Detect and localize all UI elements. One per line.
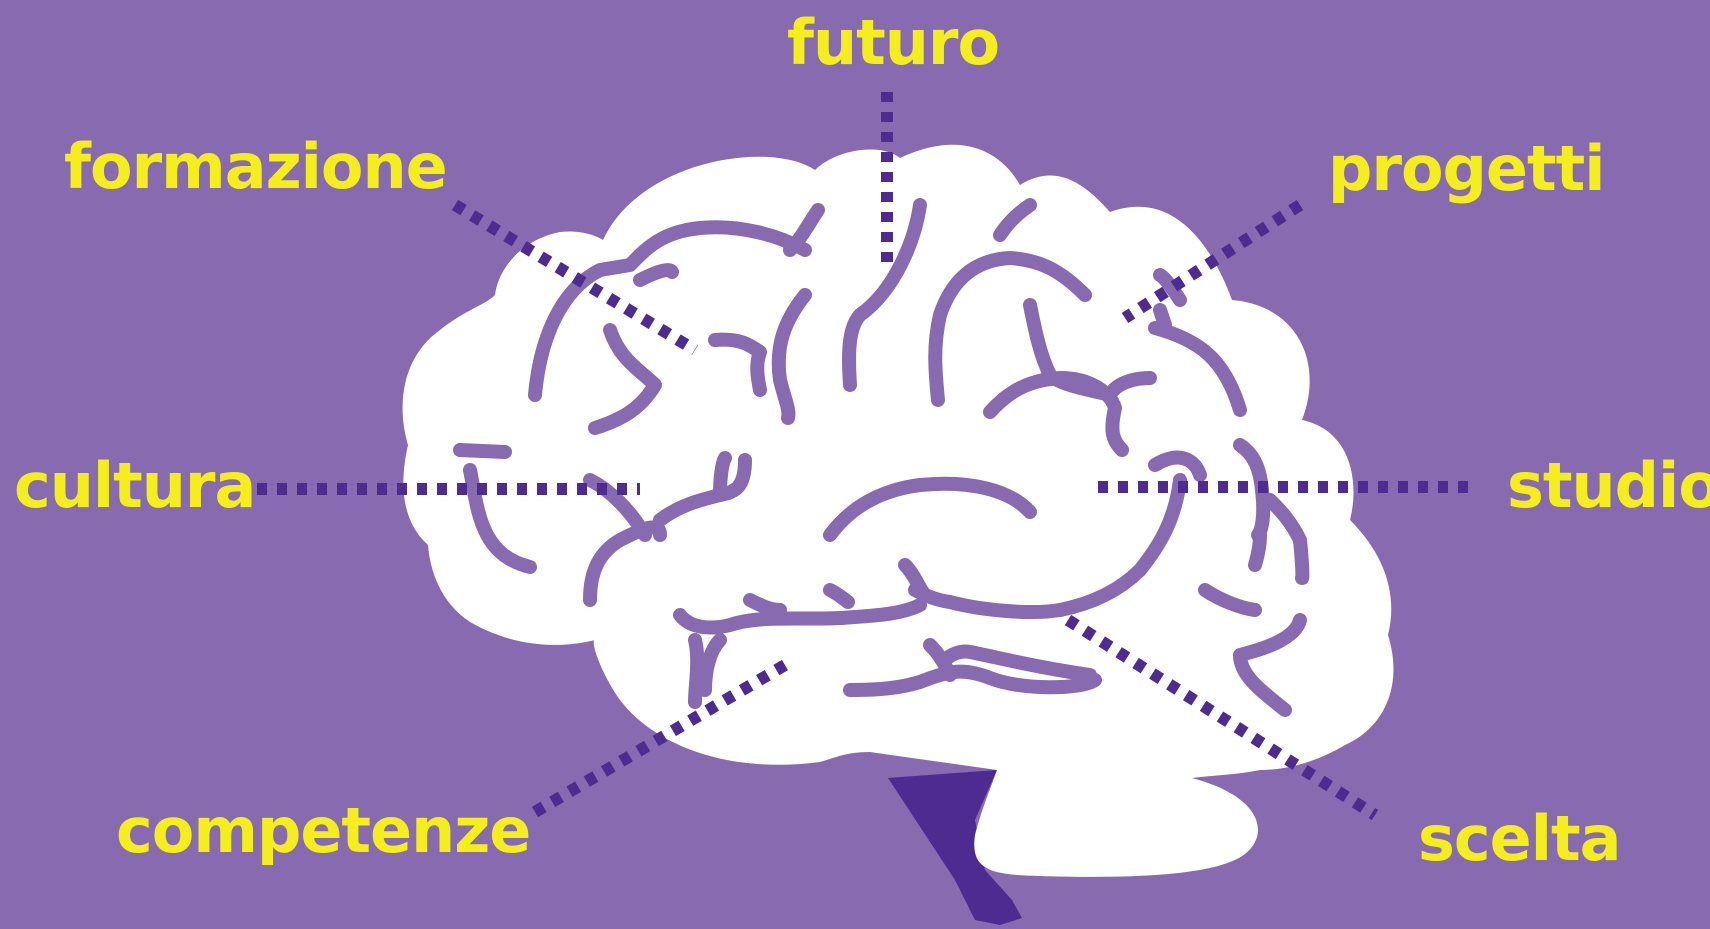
brain-icon [402,144,1394,925]
label-studio: studio [1507,449,1710,522]
connector-scelta [1064,614,1379,821]
label-progetti: progetti [1328,132,1606,205]
label-cultura: cultura [14,449,256,522]
connector-formazione [451,199,699,356]
brain-silhouette [402,144,1394,877]
label-competenze: competenze [116,794,531,867]
connector-progetti [1121,199,1304,324]
connector-competenze [531,659,789,818]
brain-folds [453,198,1310,717]
label-scelta: scelta [1418,802,1621,875]
label-formazione: formazione [64,130,448,203]
brain-stem [888,770,1022,925]
connectors [257,92,1478,821]
label-futuro: futuro [787,6,1000,79]
